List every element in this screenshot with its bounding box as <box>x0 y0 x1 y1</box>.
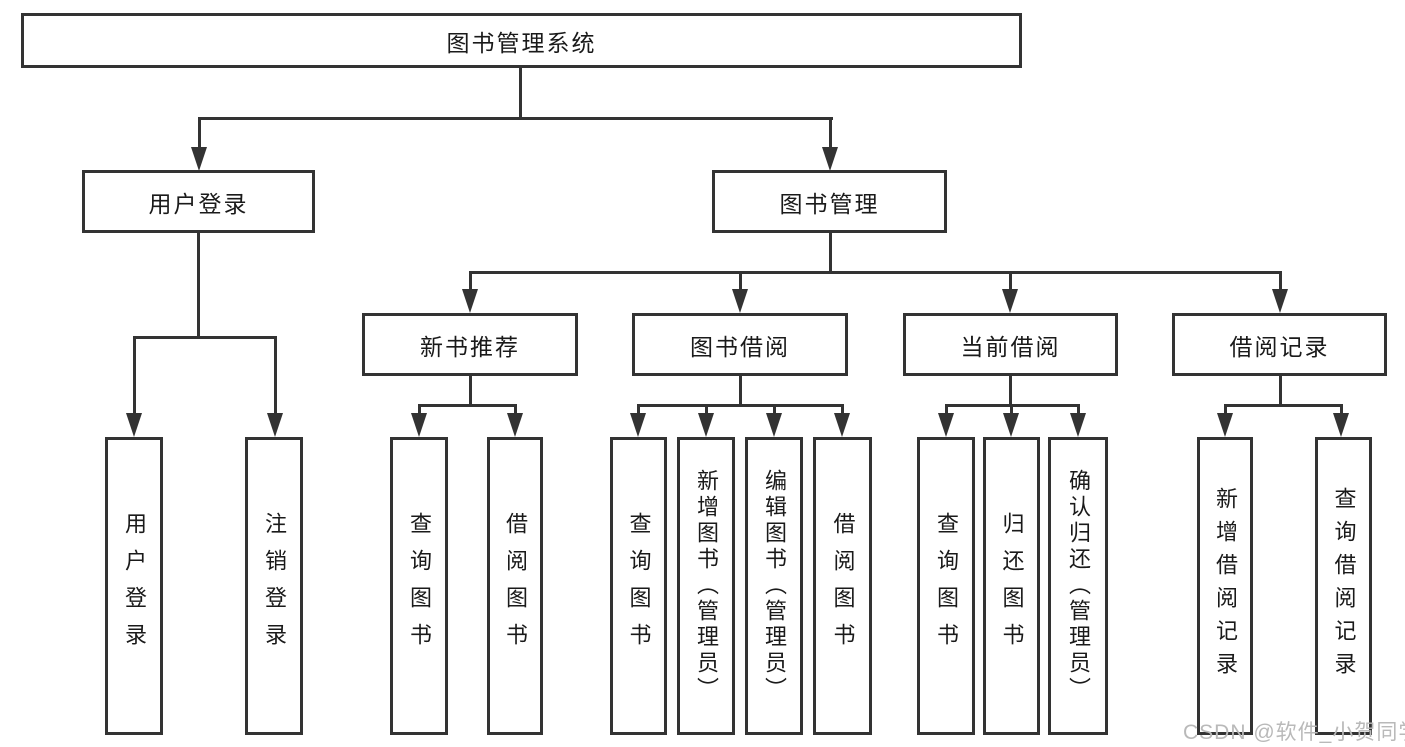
arrow-add-record <box>1217 413 1233 437</box>
connector-drop-add-book <box>705 404 708 416</box>
leaf-query-borrow-record: 查询借阅记录 <box>1315 437 1372 735</box>
connector-borrowing-bar <box>637 404 844 407</box>
leaf-query-book-1: 查询图书 <box>390 437 448 735</box>
node-new-book-recommend: 新书推荐 <box>362 313 578 376</box>
connector-new-book-bar <box>418 404 517 407</box>
connector-drop-edit-book <box>773 404 776 416</box>
arrow-add-book <box>698 413 714 437</box>
connector-drop-login <box>133 336 136 416</box>
connector-drop-borrow <box>739 271 742 293</box>
connector-current-stem <box>1009 376 1012 407</box>
leaf-user-login: 用户登录 <box>105 437 163 735</box>
connector-drop-new-book <box>469 271 472 293</box>
leaf-add-borrow-record: 新增借阅记录 <box>1197 437 1253 735</box>
leaf-add-book-admin: 新增图书（管理员） <box>677 437 735 735</box>
connector-user-login-stem <box>197 233 200 339</box>
arrow-query2 <box>630 413 646 437</box>
connector-drop-book-mgmt <box>829 117 832 151</box>
leaf-return-book: 归还图书 <box>983 437 1040 735</box>
arrow-login <box>126 413 142 437</box>
connector-level3-bar <box>469 271 1282 274</box>
arrow-book-mgmt <box>822 147 838 171</box>
connector-user-login-bar <box>133 336 277 339</box>
connector-book-mgmt-stem <box>829 233 832 274</box>
arrow-edit-book <box>766 413 782 437</box>
connector-drop-query-record <box>1340 404 1343 416</box>
connector-drop-borrow2 <box>841 404 844 416</box>
connector-record-bar <box>1224 404 1343 407</box>
leaf-borrow-book-1: 借阅图书 <box>487 437 543 735</box>
arrow-borrow1 <box>507 413 523 437</box>
connector-drop-return <box>1010 404 1013 416</box>
connector-drop-query2 <box>637 404 640 416</box>
connector-drop-query3 <box>945 404 948 416</box>
node-book-management: 图书管理 <box>712 170 947 233</box>
leaf-borrow-book-2: 借阅图书 <box>813 437 872 735</box>
arrow-query1 <box>411 413 427 437</box>
arrow-confirm <box>1070 413 1086 437</box>
node-borrow-records: 借阅记录 <box>1172 313 1387 376</box>
node-root-library-system: 图书管理系统 <box>21 13 1022 68</box>
arrow-query-record <box>1333 413 1349 437</box>
connector-drop-current <box>1009 271 1012 293</box>
connector-level2-bar <box>198 117 833 120</box>
connector-drop-query1 <box>418 404 421 416</box>
node-book-borrowing: 图书借阅 <box>632 313 848 376</box>
csdn-watermark: CSDN @软件_小贺同学 <box>1183 721 1405 744</box>
leaf-edit-book-admin: 编辑图书（管理员） <box>745 437 803 735</box>
connector-new-book-stem <box>469 376 472 407</box>
connector-drop-logout <box>274 336 277 416</box>
arrow-current <box>1002 289 1018 313</box>
connector-borrowing-stem <box>739 376 742 407</box>
connector-drop-borrow1 <box>514 404 517 416</box>
connector-root-stem <box>519 68 522 120</box>
arrow-user-login <box>191 147 207 171</box>
connector-drop-add-record <box>1224 404 1227 416</box>
arrow-logout <box>267 413 283 437</box>
connector-drop-record <box>1279 271 1282 293</box>
arrow-return <box>1003 413 1019 437</box>
arrow-query3 <box>938 413 954 437</box>
leaf-logout: 注销登录 <box>245 437 303 735</box>
leaf-query-book-2: 查询图书 <box>610 437 667 735</box>
leaf-query-book-3: 查询图书 <box>917 437 975 735</box>
node-user-login: 用户登录 <box>82 170 315 233</box>
arrow-borrow <box>732 289 748 313</box>
connector-record-stem <box>1279 376 1282 407</box>
connector-drop-user-login <box>198 117 201 151</box>
leaf-confirm-return-admin: 确认归还（管理员） <box>1048 437 1108 735</box>
connector-drop-confirm <box>1077 404 1080 416</box>
node-current-borrowing: 当前借阅 <box>903 313 1118 376</box>
arrow-new-book <box>462 289 478 313</box>
arrow-record <box>1272 289 1288 313</box>
arrow-borrow2 <box>834 413 850 437</box>
